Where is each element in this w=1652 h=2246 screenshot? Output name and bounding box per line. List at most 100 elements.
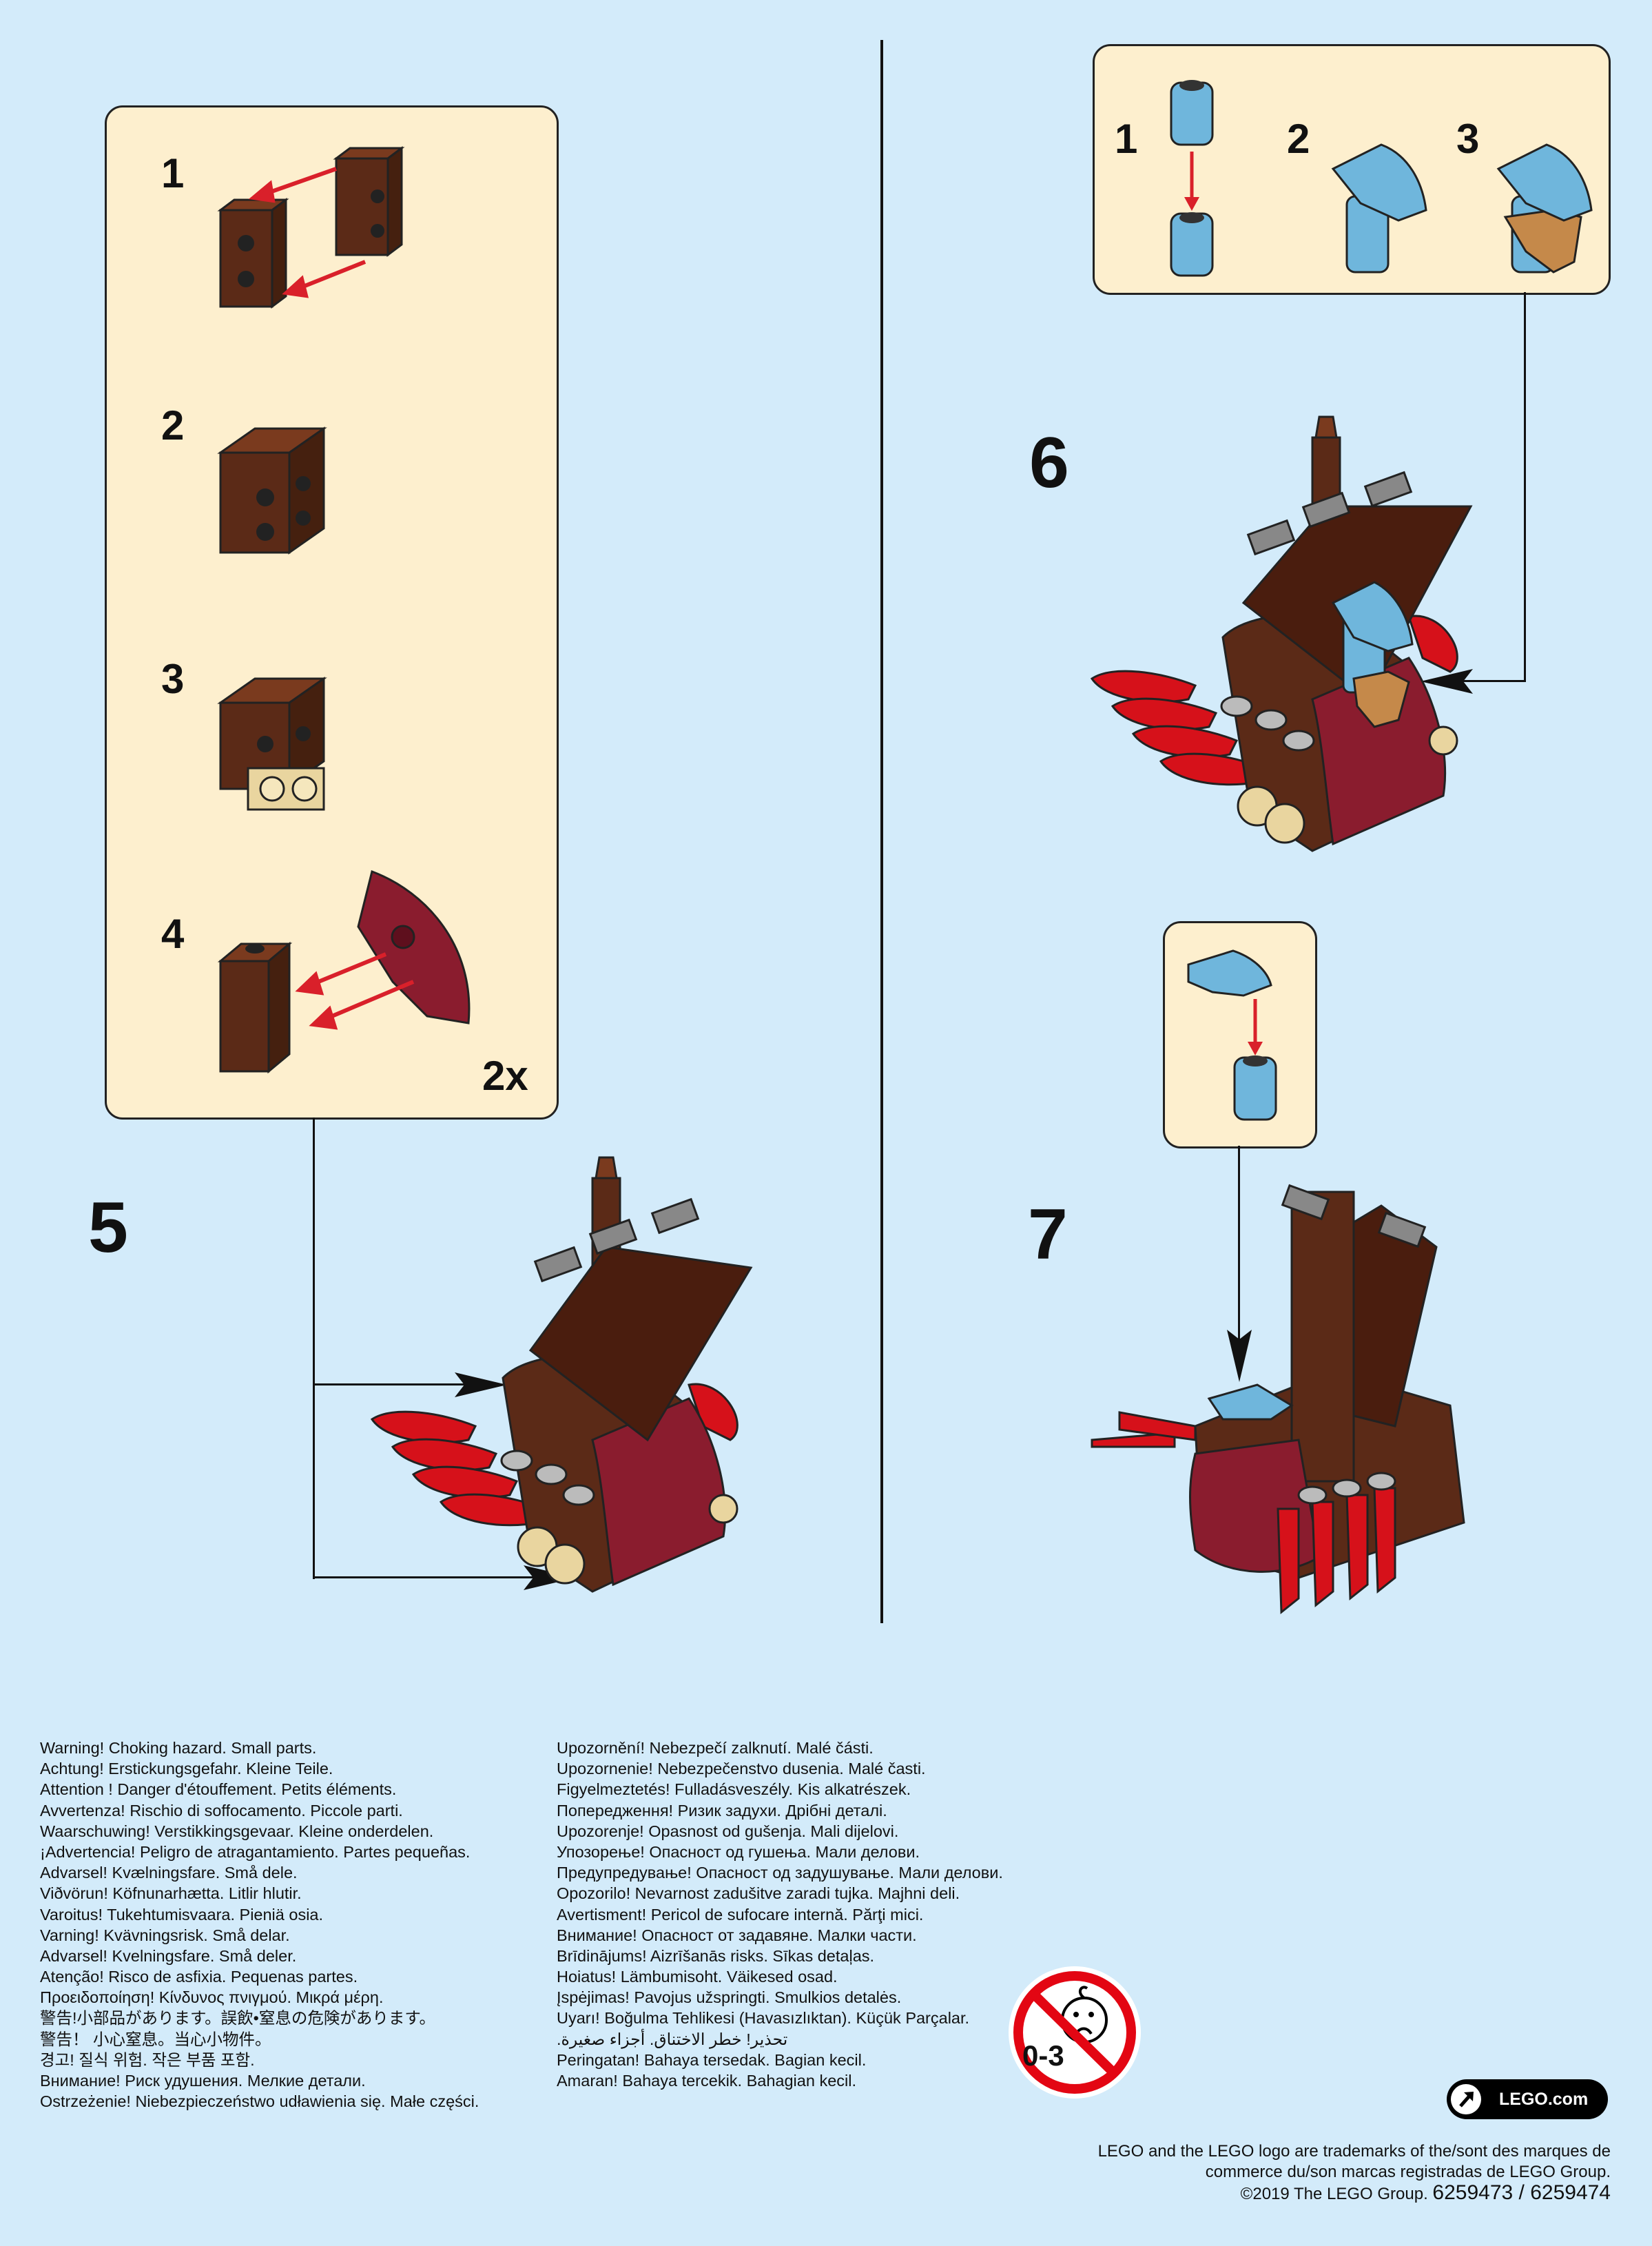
substep-4-illustration	[217, 870, 471, 1074]
substep-1-number: 1	[161, 150, 185, 196]
warning-line: Uyarı! Boğulma Tehlikesi (Havasızlıktan)…	[557, 2009, 970, 2028]
slope-onto-round-brick	[1187, 949, 1277, 1121]
mast-top	[595, 1156, 618, 1179]
callout-arrowhead-lower	[524, 1565, 576, 1590]
trademark-line-2: commerce du/son marcas registradas de LE…	[1205, 2163, 1611, 2181]
studs	[500, 1450, 595, 1506]
warning-line: Upozornění! Nebezpečí zalknutí. Malé čás…	[557, 1739, 874, 1757]
callout-line-upper	[313, 1383, 478, 1385]
warning-line: ¡Advertencia! Peligro de atragantamiento…	[40, 1842, 471, 1861]
substep-2-number: 2	[161, 402, 185, 449]
step-7-number: 7	[1028, 1195, 1068, 1275]
warning-line: Varning! Kvävningsrisk. Små delar.	[40, 1926, 290, 1944]
warning-line: Varoitus! Tukehtumisvaara. Pieniä osia.	[40, 1905, 324, 1924]
warning-line: Προειδοποίηση! Κίνδυνος πνιγμού. Μικρά μ…	[40, 1988, 384, 2007]
substep-3-illustration	[217, 677, 327, 811]
warning-line: Viðvörun! Köfnunarhætta. Litlir hlutir.	[40, 1884, 302, 1903]
substep-1-illustration	[217, 146, 405, 309]
callout-arrowhead-step-6	[1421, 669, 1473, 694]
oars-front	[1277, 1487, 1396, 1615]
slope-with-tan-piece	[1496, 143, 1593, 274]
substep-2-illustration	[217, 426, 327, 555]
sail	[528, 1246, 753, 1442]
warning-line: Advarsel! Kvælningsfare. Små dele.	[40, 1864, 298, 1882]
warning-line: Hoiatus! Lämbumisoht. Väikesed osad.	[557, 1968, 838, 1986]
yard-arm	[533, 1197, 700, 1283]
warning-line: 경고! 질식 위험. 작은 부품 포함.	[40, 2050, 255, 2069]
product-codes: 6259473 / 6259474	[1432, 2181, 1611, 2204]
warning-line: Peringatan! Bahaya tersedak. Bagian keci…	[557, 2050, 867, 2069]
assembly-arrows	[248, 167, 366, 298]
warning-line: 警告！ 小心窒息。当心小物件。	[40, 2030, 271, 2048]
slope-on-round-brick	[1331, 143, 1427, 274]
figurehead-light-blue	[1331, 581, 1414, 728]
lego-com-link[interactable]: LEGO.com	[1447, 2079, 1608, 2119]
yard-arm	[1281, 1184, 1427, 1248]
callout-line-step-7	[1238, 1146, 1240, 1352]
warnings-column-2: Upozornění! Nebezpečí zalknutí. Malé čás…	[557, 1738, 1003, 2091]
hull-curved-panel	[357, 870, 471, 1024]
warning-line: تحذير! خطر الاختناق. أجزاء صغيرة.	[557, 2030, 788, 2048]
callout-line-lower	[313, 1576, 533, 1578]
age-warning-sign: 0-3	[1007, 1965, 1142, 2100]
warning-line: Avvertenza! Rischio di soffocamento. Pic…	[40, 1801, 403, 1820]
substep-3-number: 3	[161, 656, 185, 702]
multiplier-label: 2x	[482, 1053, 528, 1099]
page-divider	[880, 40, 883, 1623]
brick-1x2-brown	[217, 198, 289, 309]
callout-arrowhead-step-7	[1227, 1330, 1252, 1382]
callout-arrowhead-upper	[455, 1372, 507, 1397]
trademark-notice: LEGO and the LEGO logo are trademarks of…	[1098, 2141, 1611, 2205]
callout-line-step-6-vertical	[1524, 292, 1526, 682]
tan-wheels	[1237, 725, 1458, 844]
warning-line: Предупредување! Опасност од задушување. …	[557, 1864, 1003, 1882]
warning-line: Upozornenie! Nebezpečenstvo dusenia. Mal…	[557, 1760, 926, 1778]
arrow-up-right-icon	[1451, 2084, 1481, 2114]
warning-line: Waarschuwing! Verstikkingsgevaar. Kleine…	[40, 1822, 434, 1840]
copyright-line: ©2019 The LEGO Group.	[1240, 2185, 1428, 2203]
tan-plate	[247, 767, 325, 811]
step-6-ship-illustration	[1090, 415, 1473, 852]
warning-line: Attention ! Danger d'étouffement. Petits…	[40, 1780, 397, 1799]
substep-4-number: 4	[161, 911, 185, 957]
callout-line-step-6-horizontal	[1460, 680, 1526, 682]
subassembly-step-3-number: 3	[1456, 116, 1480, 162]
step-6-number: 6	[1029, 423, 1069, 503]
subassembly-step-1-number: 1	[1115, 116, 1138, 162]
warning-line: Atenção! Risco de asfixia. Pequenas part…	[40, 1968, 358, 1986]
brick-1x2-brown-second	[333, 146, 405, 257]
callout-line-vertical	[313, 1117, 315, 1579]
warning-line: Figyelmeztetés! Fulladásveszély. Kis alk…	[557, 1780, 911, 1799]
warning-line: Amaran! Bahaya tercekik. Bahagian kecil.	[557, 2072, 856, 2090]
warning-line: Įspėjimas! Pavojus užspringti. Smulkios …	[557, 1988, 902, 2007]
warnings-column-1: Warning! Choking hazard. Small parts. Ac…	[40, 1738, 479, 2112]
warning-line: Avertisment! Pericol de sufocare internă…	[557, 1905, 924, 1924]
yard-arm	[1246, 471, 1413, 556]
mast-top	[1314, 415, 1338, 439]
oars	[370, 1383, 739, 1527]
round-brick-assembly	[1170, 80, 1214, 277]
hull-front-panel	[591, 1397, 726, 1587]
assembly-arrows	[295, 952, 415, 1030]
hull-front-panel	[1311, 657, 1446, 846]
step-5-ship-illustration	[370, 1156, 753, 1593]
warning-line: Achtung! Erstickungsgefahr. Kleine Teile…	[40, 1760, 333, 1778]
subassembly-step-2-number: 2	[1287, 116, 1310, 162]
warning-line: Ostrzeżenie! Niebezpieczeństwo udławieni…	[40, 2092, 479, 2111]
step-5-number: 5	[88, 1188, 128, 1268]
oars-left	[1091, 1411, 1197, 1448]
warning-line: Warning! Choking hazard. Small parts.	[40, 1739, 317, 1757]
warning-line: Opozorilo! Nevarnost zadušitve zaradi tu…	[557, 1884, 960, 1903]
mast	[1290, 1191, 1355, 1483]
studs	[1220, 695, 1315, 752]
warning-line: Upozorenje! Opasnost od gušenja. Mali di…	[557, 1822, 899, 1840]
warning-line: Brīdinājums! Aizrīšanās risks. Sīkas det…	[557, 1946, 875, 1965]
warning-line: 警告!小部品があります。誤飲•窒息の危険があります。	[40, 2009, 436, 2028]
warning-line: Внимание! Опасност от задавяне. Малки ча…	[557, 1926, 917, 1944]
age-range-label: 0-3	[1022, 2039, 1064, 2072]
hull-front-panel	[1189, 1439, 1321, 1573]
trademark-line-1: LEGO and the LEGO logo are trademarks of…	[1097, 2142, 1611, 2161]
lego-com-label: LEGO.com	[1499, 2089, 1589, 2109]
step-7-ship-illustration	[1091, 1184, 1465, 1615]
warning-line: Advarsel! Kvelningsfare. Små deler.	[40, 1946, 297, 1965]
